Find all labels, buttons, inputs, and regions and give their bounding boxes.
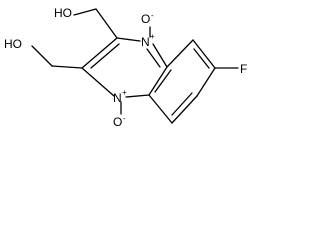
o-top-charge: - (151, 11, 154, 20)
n-bottom-charge: + (122, 88, 127, 97)
fluorine-label: F (240, 62, 247, 76)
bond-o1-c (73, 8, 97, 16)
bond-c4a-c8a (148, 66, 168, 96)
bond-c5-c6-double (193, 48, 210, 69)
o-top-label: O (141, 12, 150, 26)
ho-lower-label: HO (4, 37, 22, 51)
bond-ch2-c2 (51, 65, 83, 69)
bond-c2-c3-double (90, 43, 120, 69)
bond-n1-c2 (81, 67, 115, 97)
n-top-charge: + (150, 32, 155, 41)
bond-c2-c3 (81, 37, 118, 69)
o-bottom-label: O (113, 115, 122, 129)
bond-n4-c4a (152, 43, 168, 68)
bond-c5-c6 (192, 39, 216, 69)
bond-c7-c8-double (171, 92, 193, 116)
structure-diagram: HO HO N + O - N + O - F (4, 6, 247, 129)
bond-c6-c7 (196, 67, 216, 97)
bond-c8a-c4a-double (154, 69, 172, 93)
bond-ch2-c3 (95, 8, 118, 39)
bond-c7-c8 (171, 95, 198, 124)
o-bottom-charge: - (123, 114, 126, 123)
ho-upper-label: HO (54, 6, 72, 20)
bond-c8a-n1 (125, 94, 150, 98)
bond-n4-c4a-double (146, 48, 161, 68)
n-bottom-label: N (113, 91, 122, 105)
bond-c4a-c5 (166, 39, 194, 68)
bonds (31, 8, 239, 124)
bond-o2-c (31, 45, 53, 67)
bond-c3-n4 (116, 37, 141, 42)
n-top-label: N (141, 35, 150, 49)
atom-labels: HO HO N + O - N + O - F (4, 6, 247, 129)
bond-c8-c8a (148, 94, 173, 124)
